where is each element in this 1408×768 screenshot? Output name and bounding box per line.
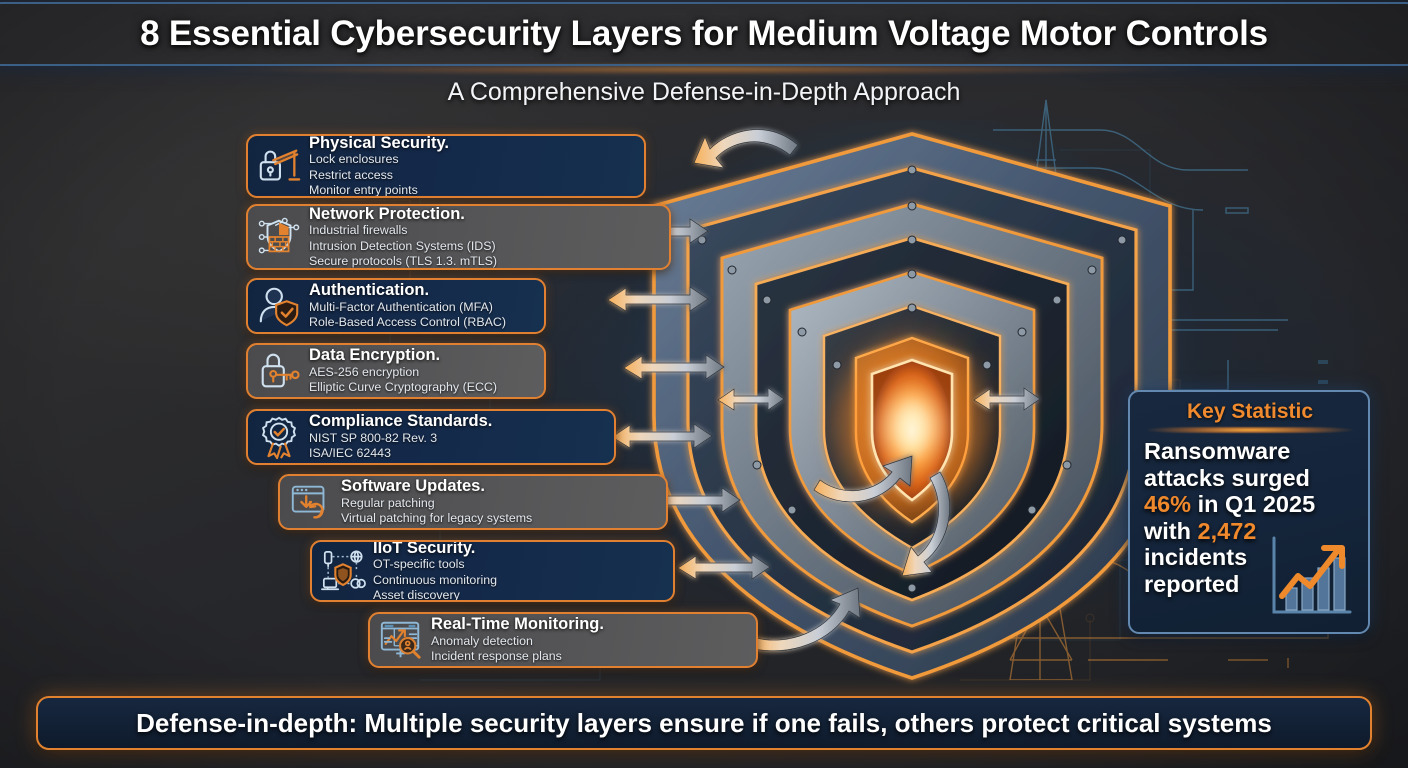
- card-text: Physical Security. Lock enclosures Restr…: [309, 134, 450, 197]
- key-statistic-percent: 46%: [1144, 491, 1192, 518]
- iiot-devices-shield-icon: [321, 550, 366, 591]
- card-title: Authentication.: [309, 281, 430, 300]
- key-statistic-line-2: attacks surged: [1144, 464, 1310, 491]
- monitor-chart-magnifier-icon: [380, 621, 421, 659]
- card-bullets: Multi-Factor Authentication (MFA) Role-B…: [309, 300, 506, 331]
- card-bullet: Continuous monitoring: [373, 572, 497, 587]
- card-bullet: Regular patching: [341, 496, 435, 511]
- card-bullets: Lock enclosures Restrict access Monitor …: [309, 152, 449, 197]
- card-bullet: ISA/IEC 62443: [309, 446, 391, 461]
- card-bullet: OT-specific tools: [373, 557, 465, 572]
- padlock-barrier-icon: [259, 149, 301, 181]
- page-title: 8 Essential Cybersecurity Layers for Med…: [140, 14, 1268, 53]
- card-bullet: Intrusion Detection Systems (IDS): [309, 238, 496, 253]
- layer-card-real-time-monitoring[interactable]: Real-Time Monitoring. Anomaly detection …: [368, 612, 758, 668]
- key-statistic-divider: [1146, 427, 1354, 434]
- shield-firewall-network-icon: [258, 217, 300, 254]
- award-ribbon-check-icon: [261, 416, 297, 460]
- card-title: Compliance Standards.: [309, 412, 493, 431]
- user-shield-check-icon: [259, 287, 299, 327]
- key-statistic-line-3: 46% in Q1 2025: [1144, 491, 1356, 518]
- layer-card-data-encryption[interactable]: Data Encryption. AES-256 encryption Elli…: [246, 343, 546, 399]
- card-bullet: Anomaly detection: [431, 634, 533, 649]
- card-bullets: Regular patching Virtual patching for le…: [341, 496, 532, 527]
- layer-card-iiot-security[interactable]: IIoT Security. OT-specific tools Continu…: [310, 540, 675, 602]
- key-statistic-line-6: reported: [1144, 570, 1240, 597]
- padlock-key-icon: [261, 353, 300, 388]
- card-title: Physical Security.: [309, 134, 450, 152]
- footer-banner: Defense-in-depth: Multiple security laye…: [36, 696, 1372, 750]
- title-banner: 8 Essential Cybersecurity Layers for Med…: [0, 2, 1408, 66]
- card-bullet: Multi-Factor Authentication (MFA): [309, 300, 493, 315]
- card-title: IIoT Security.: [373, 540, 476, 557]
- card-title: Software Updates.: [341, 477, 485, 496]
- key-statistic-line-1: Ransomware: [1144, 438, 1291, 465]
- card-text: Software Updates. Regular patching Virtu…: [341, 477, 532, 526]
- page-subtitle: A Comprehensive Defense-in-Depth Approac…: [447, 78, 961, 106]
- card-bullets: Anomaly detection Incident response plan…: [431, 634, 604, 665]
- layer-card-network-protection[interactable]: Network Protection. Industrial firewalls…: [246, 204, 671, 270]
- key-statistic-line-4: with 2,472: [1144, 518, 1356, 545]
- card-title: Network Protection.: [309, 204, 465, 223]
- card-text: Network Protection. Industrial firewalls…: [309, 204, 497, 268]
- card-bullets: Industrial firewalls Intrusion Detection…: [309, 223, 497, 268]
- card-bullet: Lock enclosures: [309, 152, 399, 167]
- card-bullet: Restrict access: [309, 167, 393, 182]
- key-statistic-with: with: [1144, 517, 1198, 544]
- card-bullet: Role-Based Access Control (RBAC): [309, 315, 506, 330]
- key-statistic-incident-count: 2,472: [1197, 517, 1257, 544]
- card-bullets: NIST SP 800-82 Rev. 3 ISA/IEC 62443: [309, 431, 492, 462]
- card-text: Authentication. Multi-Factor Authenticat…: [309, 281, 506, 330]
- card-text: Compliance Standards. NIST SP 800-82 Rev…: [309, 412, 492, 461]
- rising-bar-chart-arrow-icon: [1272, 536, 1352, 614]
- layered-defense-shield: [612, 110, 1212, 700]
- card-bullet: Secure protocols (TLS 1.3. mTLS): [309, 253, 497, 268]
- card-bullet: Elliptic Curve Cryptography (ECC): [309, 380, 497, 395]
- card-bullet: NIST SP 800-82 Rev. 3: [309, 431, 438, 446]
- card-text: IIoT Security. OT-specific tools Continu…: [373, 540, 497, 602]
- key-statistic-quarter: in Q1 2025: [1191, 491, 1316, 518]
- browser-download-refresh-icon: [291, 485, 325, 519]
- card-title: Real-Time Monitoring.: [431, 615, 604, 634]
- card-bullet: Virtual patching for legacy systems: [341, 511, 533, 526]
- key-statistic-line-5: incidents: [1144, 544, 1248, 571]
- card-bullet: Asset discovery: [373, 587, 460, 602]
- card-text: Data Encryption. AES-256 encryption Elli…: [309, 346, 497, 395]
- card-bullets: OT-specific tools Continuous monitoring …: [373, 557, 497, 602]
- key-statistic-panel: Key Statistic Ransomware attacks surged …: [1128, 390, 1370, 634]
- card-bullet: AES-256 encryption: [309, 365, 420, 380]
- card-title: Data Encryption.: [309, 346, 441, 365]
- layer-card-compliance-standards[interactable]: Compliance Standards. NIST SP 800-82 Rev…: [246, 409, 616, 465]
- layer-card-software-updates[interactable]: Software Updates. Regular patching Virtu…: [278, 474, 668, 530]
- card-text: Real-Time Monitoring. Anomaly detection …: [431, 615, 604, 664]
- card-bullet: Incident response plans: [431, 649, 562, 664]
- title-underglow: [0, 66, 1408, 74]
- card-bullet: Industrial firewalls: [309, 223, 408, 238]
- card-bullets: AES-256 encryption Elliptic Curve Crypto…: [309, 365, 497, 396]
- layer-card-physical-security[interactable]: Physical Security. Lock enclosures Restr…: [246, 134, 646, 198]
- key-statistic-heading: Key Statistic: [1186, 400, 1314, 423]
- layer-card-authentication[interactable]: Authentication. Multi-Factor Authenticat…: [246, 278, 546, 334]
- key-statistic-body: Ransomware attacks surged 46% in Q1 2025…: [1144, 438, 1356, 597]
- card-bullet: Monitor entry points: [309, 182, 418, 197]
- footer-text: Defense-in-depth: Multiple security laye…: [136, 707, 1272, 738]
